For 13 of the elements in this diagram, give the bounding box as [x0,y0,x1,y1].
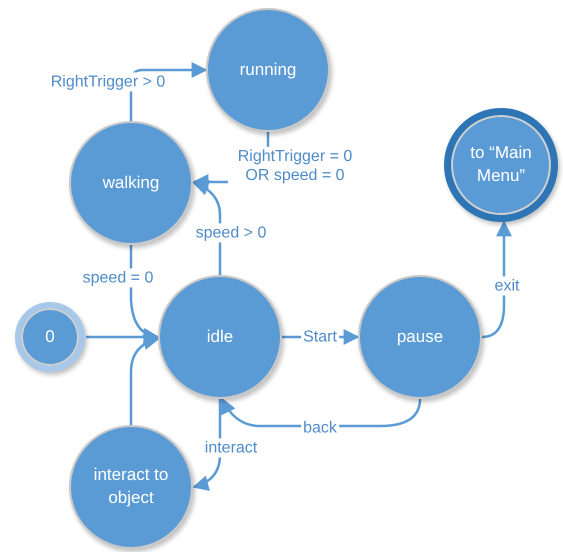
state-label: interact to object [92,464,170,509]
initial-state-circle [15,302,85,372]
edge-label: interact [202,438,260,458]
edge-label: speed > 0 [194,223,268,243]
state-label: to “Main Menu” [469,142,533,187]
edge-label: speed = 0 [80,268,156,288]
edge-label: exit [492,276,522,296]
state-label: running [238,58,298,81]
state-label: walking [102,172,160,194]
transition-arrow [130,334,160,425]
state-label: pause [396,326,444,348]
state-label: idle [206,326,234,348]
state-label: 0 [44,326,56,348]
